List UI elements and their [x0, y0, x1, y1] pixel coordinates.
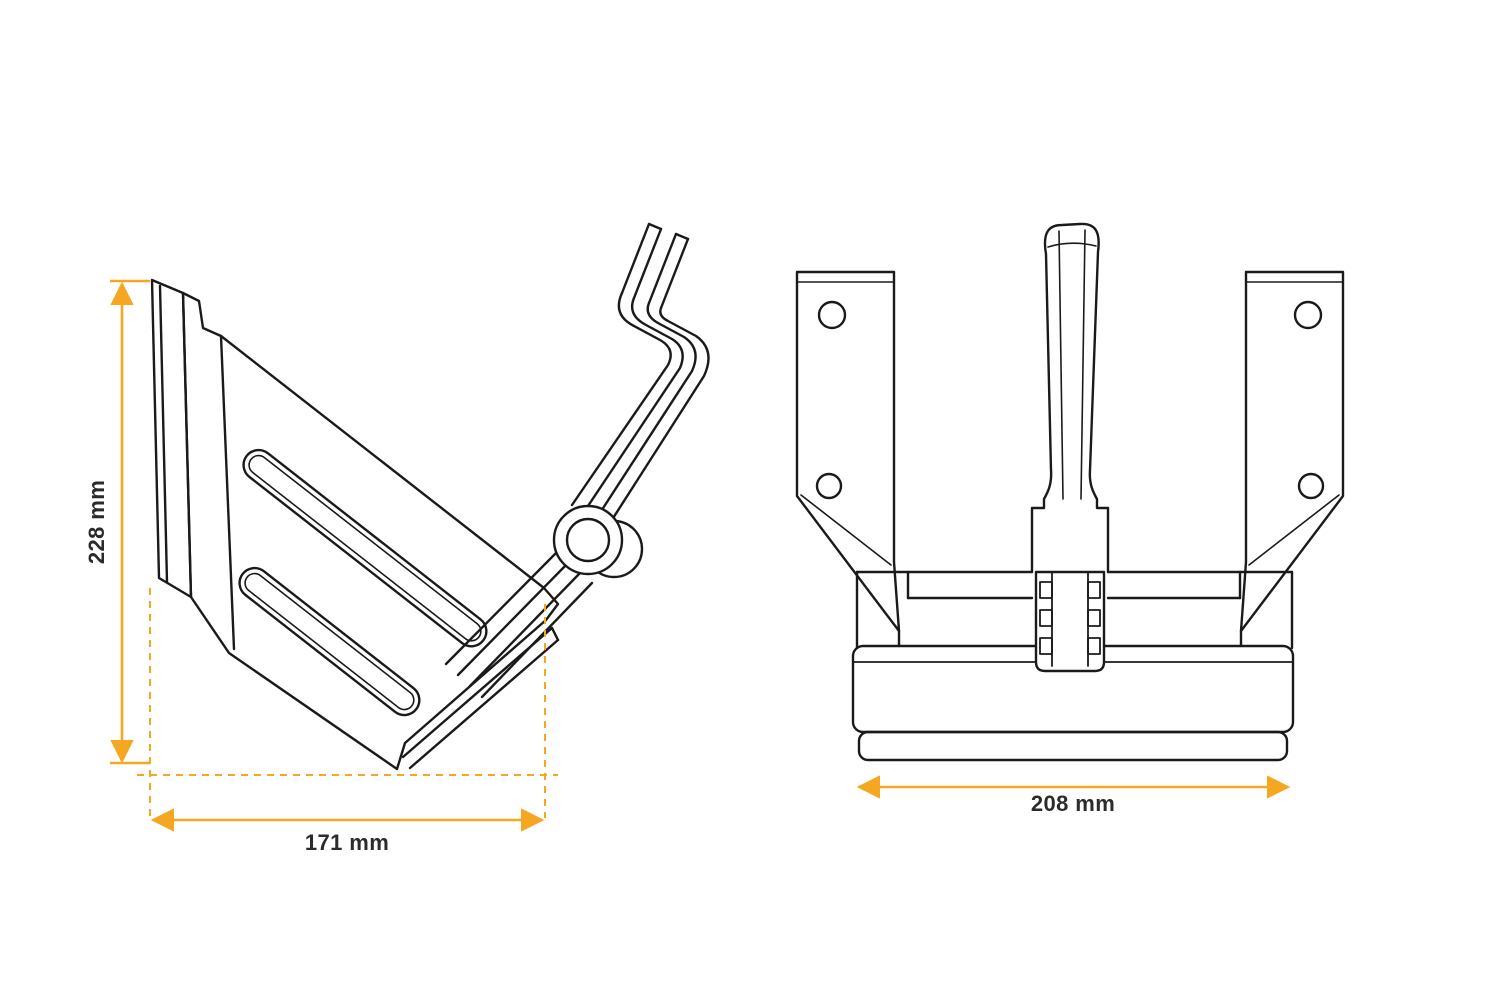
rod-bend-3 — [594, 301, 697, 521]
rod-bend-2 — [582, 296, 684, 514]
side-left-flange-inner-edge — [158, 284, 169, 584]
rod-prong-1a — [620, 222, 651, 295]
rod-lower-1 — [444, 551, 558, 666]
rod-bend-4 — [606, 306, 710, 528]
rod-prong-tip-1 — [647, 222, 663, 231]
stem-body — [1034, 570, 1106, 673]
stem-tooth-left-1 — [1039, 581, 1053, 599]
stem-tooth-left-3 — [1039, 637, 1053, 655]
hinge-ring-front-inner — [565, 517, 611, 563]
side-plate-fold-line-2 — [408, 638, 560, 770]
front-right-bracket — [1239, 270, 1345, 633]
bracket-hole-top-right — [1293, 300, 1323, 330]
front-width-dimension-label: 208 mm — [1031, 791, 1115, 816]
rod-prong-tip-2 — [674, 232, 690, 241]
rod-prong-2b — [659, 237, 690, 310]
stem-tooth-right-3 — [1087, 637, 1101, 655]
width-dimension-label: 171 mm — [305, 830, 389, 855]
bracket-hole-bottom-left — [815, 472, 843, 500]
side-left-flange — [150, 278, 193, 599]
stem-tooth-left-2 — [1039, 609, 1053, 627]
handle-lever-inner-right — [1080, 229, 1086, 500]
hinge-ring-front — [552, 504, 624, 576]
front-left-bracket — [795, 270, 901, 633]
height-dimension-label: 228 mm — [84, 480, 109, 564]
front-view-drawing — [795, 222, 1345, 762]
lower-slot-outer — [238, 566, 421, 717]
bracket-hole-top-left — [817, 300, 847, 330]
rod-bend-1 — [570, 291, 672, 507]
rod-lower-4 — [480, 581, 594, 699]
stem-tooth-right-1 — [1087, 581, 1101, 599]
rod-prong-1b — [632, 227, 663, 300]
front-right-bracket-fold — [1248, 494, 1340, 566]
side-plate-fold-cap — [550, 626, 560, 642]
lower-slot-inner — [244, 572, 415, 711]
front-left-bracket-fold — [800, 494, 892, 566]
upper-slot-outer — [242, 448, 488, 648]
upper-slot-inner — [248, 454, 482, 642]
handle-lever-inner-left — [1058, 230, 1064, 500]
handle-lever-outline — [1030, 222, 1110, 574]
side-plate-outline — [181, 291, 560, 771]
bracket-hole-bottom-right — [1297, 472, 1325, 500]
rod-lower-3 — [468, 571, 582, 688]
rod-lower-2 — [456, 561, 570, 677]
side-view-drawing — [150, 222, 710, 771]
handle-top-cap-line — [1047, 242, 1097, 248]
side-plate-inner-edge — [219, 334, 236, 651]
stem-tooth-right-2 — [1087, 609, 1101, 627]
dimension-annotations: 228 mm 171 mm 208 mm — [84, 279, 1291, 855]
base-lower-band — [857, 730, 1289, 762]
rod-prong-2a — [647, 232, 678, 305]
